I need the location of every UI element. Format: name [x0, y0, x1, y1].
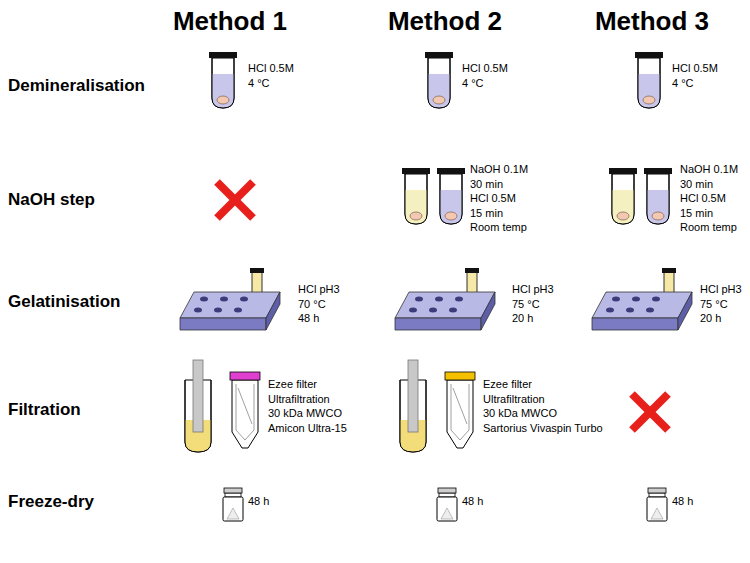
- condition-note: 48 h: [462, 495, 483, 508]
- condition-note: 48 h: [248, 495, 269, 508]
- condition-note: Sartorius Vivaspin Turbo: [483, 422, 603, 435]
- condition-note: HCl pH3: [298, 283, 340, 296]
- condition-note: HCl pH3: [512, 283, 554, 296]
- condition-note: 30 kDa MWCO: [268, 407, 342, 420]
- condition-note: 30 kDa MWCO: [483, 407, 557, 420]
- condition-note: 48 h: [298, 312, 319, 325]
- condition-note: HCl 0.5M: [680, 192, 726, 205]
- condition-note: 30 min: [680, 178, 713, 191]
- column-heading: Method 1: [173, 6, 287, 37]
- condition-note: 4 °C: [672, 77, 694, 90]
- condition-note: HCl 0.5M: [672, 62, 718, 75]
- condition-note: Ultrafiltration: [483, 393, 545, 406]
- condition-note: HCl 0.5M: [470, 192, 516, 205]
- row-heading: Filtration: [8, 400, 81, 420]
- row-heading: Demineralisation: [8, 76, 145, 96]
- condition-note: 15 min: [680, 207, 713, 220]
- condition-note: 75 °C: [512, 298, 540, 311]
- condition-note: 20 h: [512, 312, 533, 325]
- condition-note: HCl 0.5M: [462, 62, 508, 75]
- condition-note: NaOH 0.1M: [680, 163, 738, 176]
- condition-note: Ultrafiltration: [268, 393, 330, 406]
- column-heading: Method 3: [595, 6, 709, 37]
- condition-note: HCl pH3: [700, 283, 742, 296]
- condition-note: Room temp: [470, 221, 527, 234]
- condition-note: 20 h: [700, 312, 721, 325]
- condition-note: 70 °C: [298, 298, 326, 311]
- condition-note: 48 h: [672, 495, 693, 508]
- condition-note: Ezee filter: [268, 378, 317, 391]
- condition-note: NaOH 0.1M: [470, 163, 528, 176]
- condition-note: 75 °C: [700, 298, 728, 311]
- condition-note: 15 min: [470, 207, 503, 220]
- condition-note: 4 °C: [248, 77, 270, 90]
- condition-note: Ezee filter: [483, 378, 532, 391]
- row-heading: NaOH step: [8, 190, 95, 210]
- condition-note: HCl 0.5M: [248, 62, 294, 75]
- condition-note: 30 min: [470, 178, 503, 191]
- condition-note: 4 °C: [462, 77, 484, 90]
- condition-note: Amicon Ultra-15: [268, 422, 347, 435]
- condition-note: Room temp: [680, 221, 737, 234]
- row-heading: Gelatinisation: [8, 292, 120, 312]
- column-heading: Method 2: [388, 6, 502, 37]
- row-heading: Freeze-dry: [8, 492, 94, 512]
